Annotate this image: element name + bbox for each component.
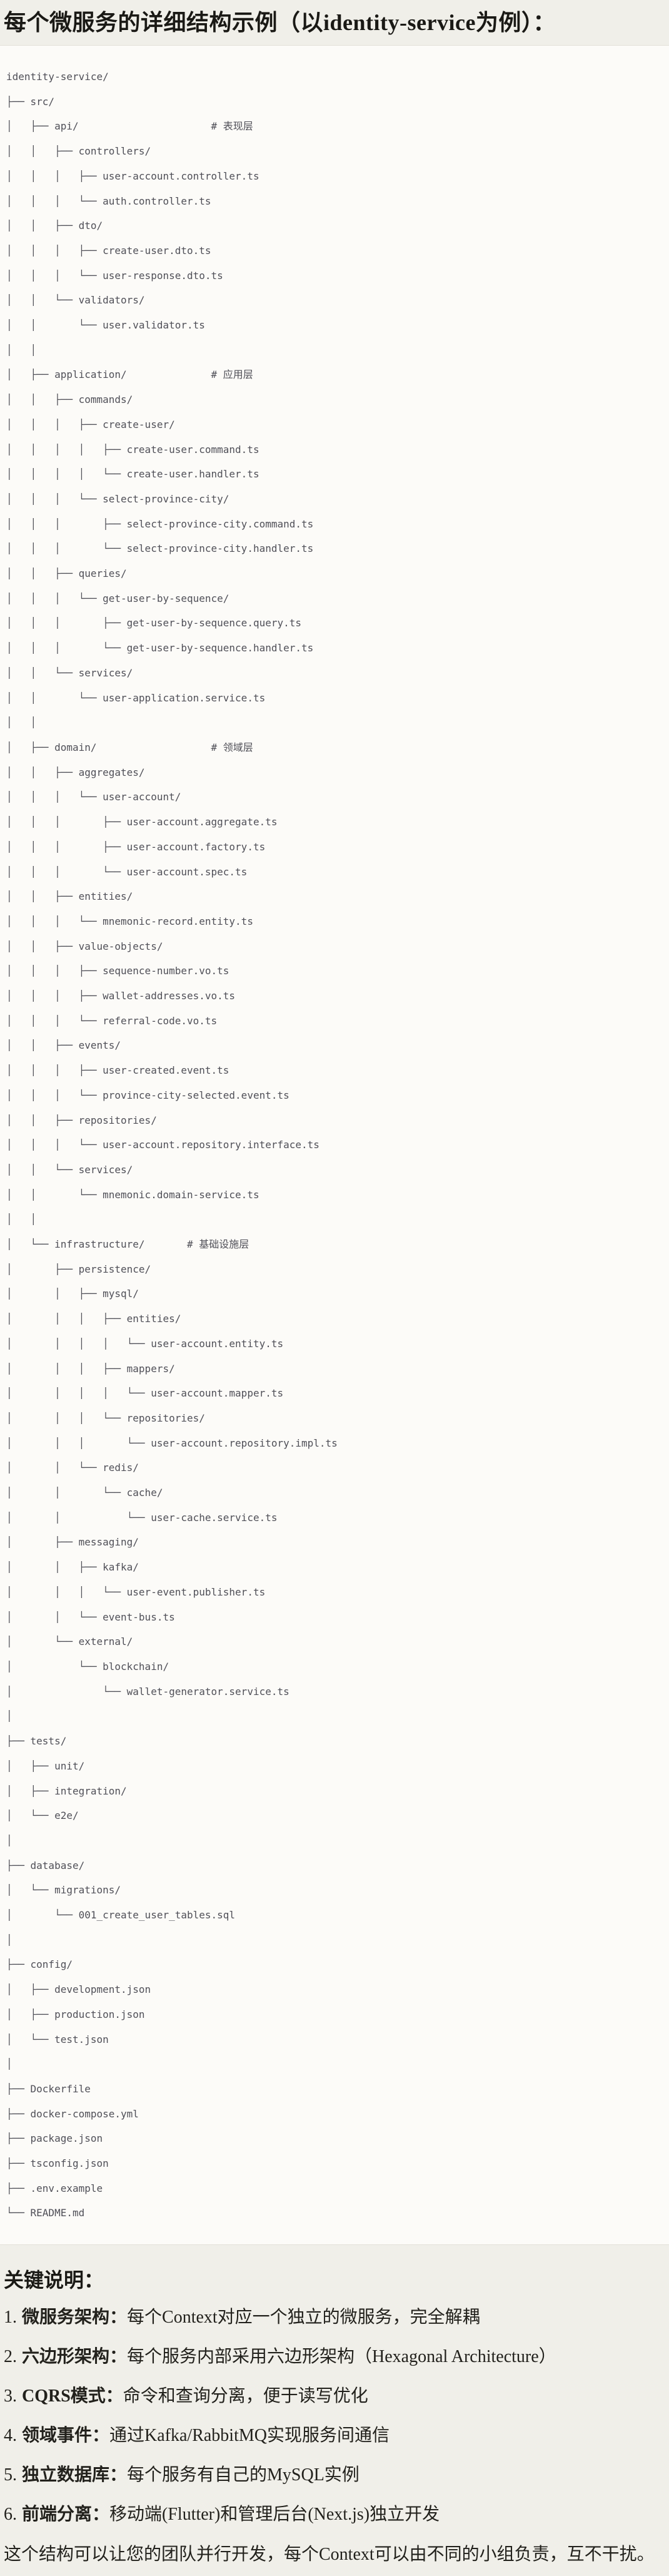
note-item-number: 5. xyxy=(4,2465,17,2485)
note-item-label: 独立数据库： xyxy=(22,2465,128,2485)
notes-list: 1.微服务架构：每个Context对应一个独立的微服务，完全解耦 2.六边形架构… xyxy=(4,2306,663,2526)
note-item: 5.独立数据库：每个服务有自己的MySQL实例 xyxy=(4,2464,663,2487)
page-title: 每个微服务的详细结构示例（以identity-service为例）： xyxy=(4,10,556,35)
note-item-text: 每个服务有自己的MySQL实例 xyxy=(127,2465,360,2485)
note-item: 4.领域事件：通过Kafka/RabbitMQ实现服务间通信 xyxy=(4,2425,663,2447)
note-item-text: 通过Kafka/RabbitMQ实现服务间通信 xyxy=(109,2426,390,2446)
note-item-number: 2. xyxy=(4,2347,17,2367)
key-notes-section: 关键说明： 1.微服务架构：每个Context对应一个独立的微服务，完全解耦 2… xyxy=(0,2245,669,2567)
note-item-label: 前端分离： xyxy=(22,2505,110,2525)
note-item-label: 微服务架构： xyxy=(22,2308,128,2328)
notes-footer-paragraph: 这个结构可以让您的团队并行开发，每个Context可以由不同的小组负责，互不干扰… xyxy=(4,2545,655,2565)
note-item-number: 1. xyxy=(4,2308,17,2328)
note-item-label: 六边形架构： xyxy=(22,2347,128,2367)
note-item: 3.CQRS模式：命令和查询分离，便于读写优化 xyxy=(4,2385,663,2408)
notes-heading: 关键说明： xyxy=(4,2269,104,2292)
note-item-label: CQRS模式： xyxy=(22,2386,123,2406)
note-item-number: 6. xyxy=(4,2505,17,2525)
note-item-text: 每个Context对应一个独立的微服务，完全解耦 xyxy=(127,2308,480,2328)
note-item: 1.微服务架构：每个Context对应一个独立的微服务，完全解耦 xyxy=(4,2306,663,2329)
note-item-number: 4. xyxy=(4,2426,17,2446)
note-item: 6.前端分离：移动端(Flutter)和管理后台(Next.js)独立开发 xyxy=(4,2503,663,2526)
directory-tree-code-block: identity-service/ ├── src/ │ ├── api/ # … xyxy=(0,45,669,2246)
note-item: 2.六边形架构：每个服务内部采用六边形架构（Hexagonal Architec… xyxy=(4,2346,663,2368)
note-item-text: 移动端(Flutter)和管理后台(Next.js)独立开发 xyxy=(109,2505,440,2525)
note-item-text: 命令和查询分离，便于读写优化 xyxy=(123,2386,368,2406)
note-item-text: 每个服务内部采用六边形架构（Hexagonal Architecture） xyxy=(127,2347,556,2367)
note-item-number: 3. xyxy=(4,2386,17,2406)
note-item-label: 领域事件： xyxy=(22,2426,110,2446)
